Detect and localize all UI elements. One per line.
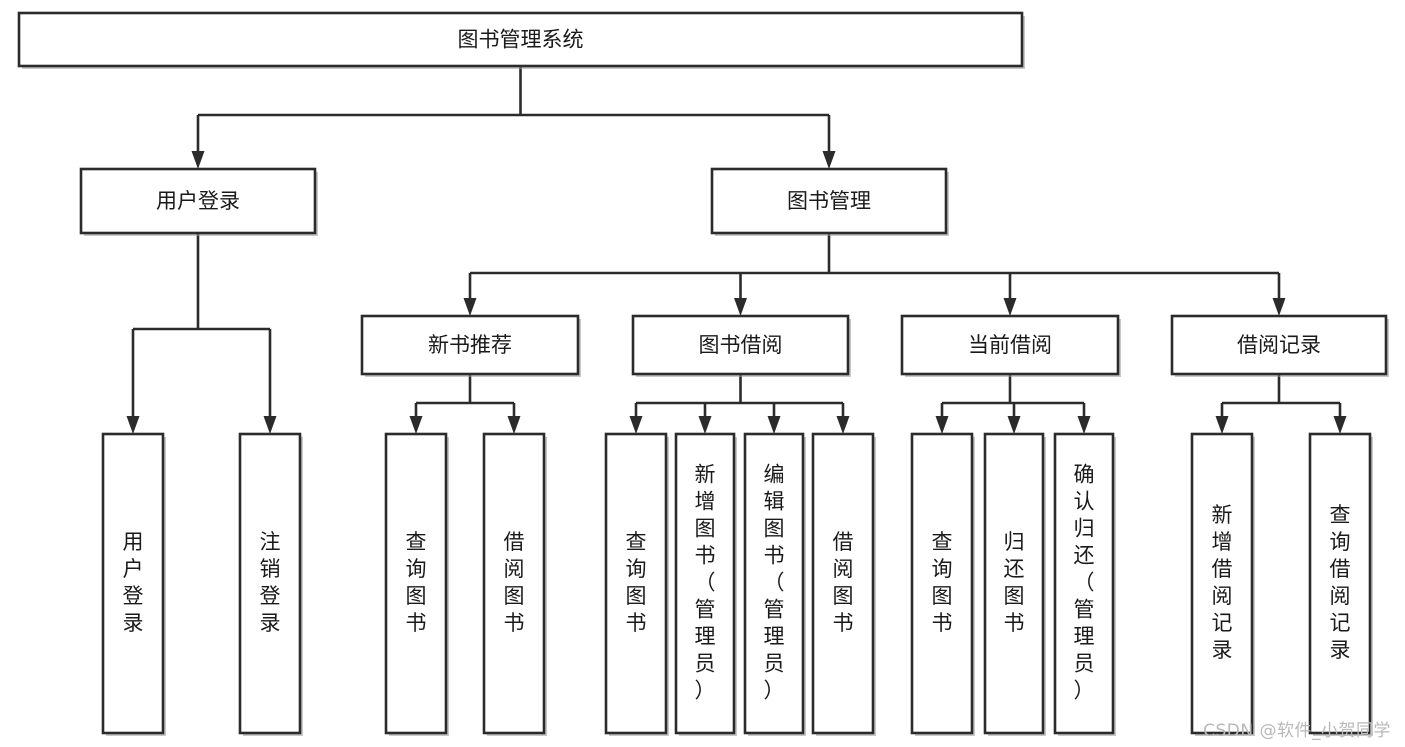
edge-layer xyxy=(126,66,1347,434)
node-user-login[interactable]: 用户登录 xyxy=(79,167,318,236)
node-label: 当前借阅 xyxy=(968,333,1052,357)
node-label: 图书借阅 xyxy=(699,333,783,357)
arrow-head-icon xyxy=(1333,416,1347,434)
node-label: 图书管理系统 xyxy=(458,28,584,52)
arrow-head-icon xyxy=(935,416,949,434)
edge-group-user-login xyxy=(126,233,277,434)
node-root[interactable]: 图书管理系统 xyxy=(17,11,1025,69)
edge-group-new-book-rec xyxy=(409,374,521,434)
arrow-head-icon xyxy=(1077,416,1091,434)
node-leaf-query-book-2[interactable]: 查询图书 xyxy=(604,432,669,736)
node-label: 新增借阅记录 xyxy=(1212,503,1233,662)
node-book-mgmt[interactable]: 图书管理 xyxy=(710,167,949,236)
node-leaf-borrow-book-2[interactable]: 借阅图书 xyxy=(811,432,876,736)
arrow-head-icon xyxy=(822,151,836,169)
arrow-head-icon xyxy=(191,151,205,169)
node-leaf-add-book[interactable]: 新增图书（管理员） xyxy=(674,432,737,736)
node-leaf-edit-book[interactable]: 编辑图书（管理员） xyxy=(743,432,806,736)
node-leaf-user-login[interactable]: 用户登录 xyxy=(101,432,166,736)
node-label: 新书推荐 xyxy=(428,333,512,357)
arrow-head-icon xyxy=(767,416,781,434)
node-leaf-user-logout[interactable]: 注销登录 xyxy=(238,432,303,736)
node-leaf-borrow-book-1[interactable]: 借阅图书 xyxy=(482,432,547,736)
node-leaf-confirm-return[interactable]: 确认归还（管理员） xyxy=(1053,432,1116,736)
node-label: 借阅记录 xyxy=(1237,333,1321,357)
node-label: 查询图书 xyxy=(626,530,647,635)
node-label: 归还图书 xyxy=(1004,530,1025,635)
node-current-borrow[interactable]: 当前借阅 xyxy=(900,314,1121,377)
arrow-head-icon xyxy=(698,416,712,434)
arrow-head-icon xyxy=(463,298,477,316)
node-label: 查询图书 xyxy=(406,530,427,635)
arrow-head-icon xyxy=(629,416,643,434)
arrow-head-icon xyxy=(1272,298,1286,316)
node-layer: 图书管理系统用户登录图书管理新书推荐图书借阅当前借阅借阅记录用户登录注销登录查询… xyxy=(17,11,1389,736)
arrow-head-icon xyxy=(1007,416,1021,434)
node-label: 图书管理 xyxy=(787,189,871,213)
arrow-head-icon xyxy=(1003,298,1017,316)
node-label: 确认归还（管理员） xyxy=(1074,463,1095,703)
node-new-book-rec[interactable]: 新书推荐 xyxy=(360,314,581,377)
arrow-head-icon xyxy=(126,416,140,434)
arrow-head-icon xyxy=(409,416,423,434)
node-leaf-add-record[interactable]: 新增借阅记录 xyxy=(1190,432,1255,736)
node-book-borrow[interactable]: 图书借阅 xyxy=(631,314,851,377)
node-label: 借阅图书 xyxy=(833,530,854,635)
arrow-head-icon xyxy=(263,416,277,434)
arrow-head-icon xyxy=(1215,416,1229,434)
node-leaf-query-book-1[interactable]: 查询图书 xyxy=(384,432,449,736)
edge-group-current-borrow xyxy=(935,374,1091,434)
arrow-head-icon xyxy=(734,298,747,316)
edge-group-book-borrow xyxy=(629,374,850,434)
node-label: 查询借阅记录 xyxy=(1330,503,1351,662)
node-borrow-record[interactable]: 借阅记录 xyxy=(1170,314,1389,377)
node-label: 查询图书 xyxy=(932,530,953,635)
edge-group-borrow-record xyxy=(1215,374,1347,434)
node-label: 用户登录 xyxy=(123,530,144,635)
edge-group-root xyxy=(191,66,836,169)
arrow-head-icon xyxy=(836,416,850,434)
node-leaf-query-book-3[interactable]: 查询图书 xyxy=(910,432,975,736)
node-label: 注销登录 xyxy=(260,530,281,635)
node-label: 新增图书（管理员） xyxy=(695,463,716,703)
arrow-head-icon xyxy=(507,416,521,434)
node-label: 借阅图书 xyxy=(504,530,525,635)
node-label: 编辑图书（管理员） xyxy=(764,463,785,703)
node-leaf-query-record[interactable]: 查询借阅记录 xyxy=(1308,432,1373,736)
node-leaf-return-book[interactable]: 归还图书 xyxy=(983,432,1046,736)
csdn-watermark: CSDN @软件_小贺同学 xyxy=(1203,721,1391,741)
edge-group-book-mgmt xyxy=(463,233,1286,316)
node-label: 用户登录 xyxy=(156,189,240,213)
